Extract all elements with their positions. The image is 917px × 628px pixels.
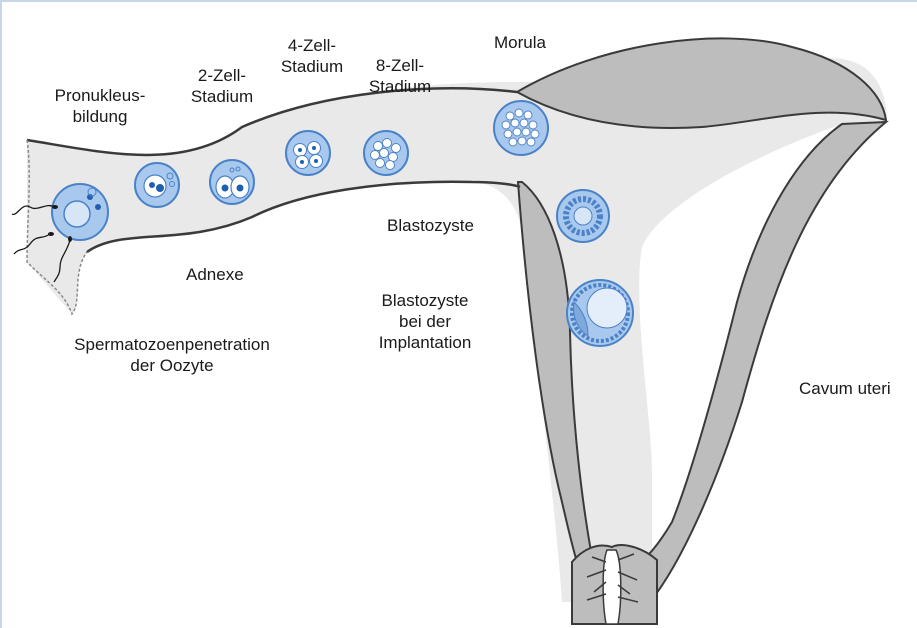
label-spermatozoen: Spermatozoenpenetration der Oozyte — [42, 334, 302, 376]
label-blast-impl-line2: bei der — [360, 311, 490, 332]
label-sperm-line2: der Oozyte — [42, 355, 302, 376]
label-8-zell-line2: Stadium — [360, 76, 440, 97]
label-2-zell-line1: 2-Zell- — [182, 65, 262, 86]
cell-blastozyste — [557, 190, 609, 242]
label-2-zell: 2-Zell- Stadium — [182, 65, 262, 107]
label-4-zell-line1: 4-Zell- — [272, 35, 352, 56]
label-blast-impl-line1: Blastozyste — [360, 290, 490, 311]
label-8-zell: 8-Zell- Stadium — [360, 55, 440, 97]
cell-2-zell — [210, 160, 254, 204]
label-adnexe: Adnexe — [186, 264, 244, 285]
label-blast-impl-line3: Implantation — [360, 332, 490, 353]
label-8-zell-line1: 8-Zell- — [360, 55, 440, 76]
cell-8-zell — [364, 131, 408, 175]
label-blastozyste: Blastozyste — [387, 215, 474, 236]
cervical-canal — [603, 550, 621, 624]
label-pronukleus: Pronukleus- bildung — [50, 85, 150, 127]
cell-morula — [494, 101, 548, 155]
label-cavum-uteri: Cavum uteri — [799, 378, 891, 399]
cell-4-zell — [286, 131, 330, 175]
label-pronukleus-line2: bildung — [50, 106, 150, 127]
label-pronukleus-line1: Pronukleus- — [50, 85, 150, 106]
cell-pronukleus — [135, 163, 179, 207]
cell-blastozyste-implantation — [567, 280, 633, 346]
label-blastozyste-implantation: Blastozyste bei der Implantation — [360, 290, 490, 353]
label-4-zell: 4-Zell- Stadium — [272, 35, 352, 77]
oocyte-penetration — [12, 184, 108, 282]
label-morula: Morula — [494, 32, 546, 53]
label-sperm-line1: Spermatozoenpenetration — [42, 334, 302, 355]
label-2-zell-line2: Stadium — [182, 86, 262, 107]
label-4-zell-line2: Stadium — [272, 56, 352, 77]
